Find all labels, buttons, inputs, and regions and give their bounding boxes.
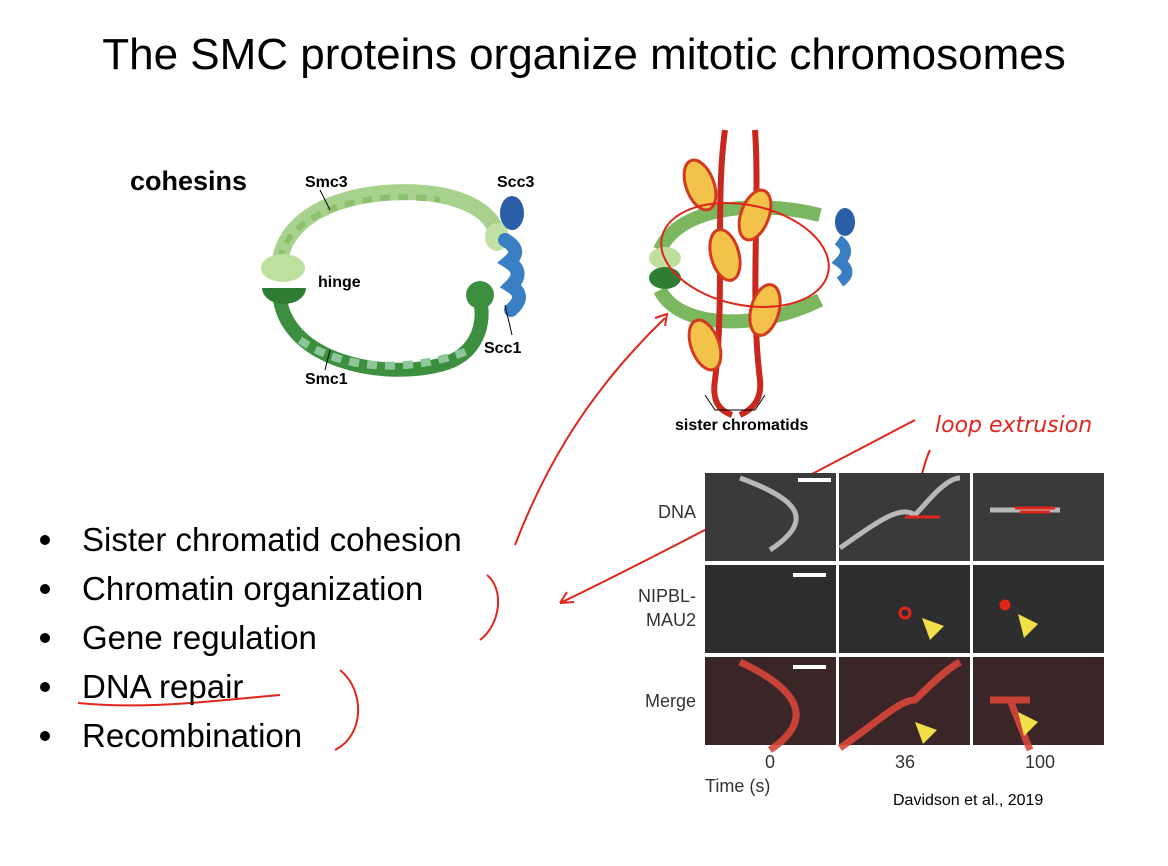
label-hinge: hinge <box>318 274 361 291</box>
row-label-dna: DNA <box>658 502 696 522</box>
bullet-item: DNA repair <box>40 662 462 711</box>
bullet-list: Sister chromatid cohesion Chromatin orga… <box>40 515 462 760</box>
slide-title: The SMC proteins organize mitotic chromo… <box>102 30 1066 79</box>
label-smc1: Smc1 <box>305 371 348 388</box>
bullet-item: Sister chromatid cohesion <box>40 515 462 564</box>
row-label-mau2: MAU2 <box>646 610 696 630</box>
label-smc3: Smc3 <box>305 174 348 191</box>
cohesin-ring-diagram: Smc3 hinge Scc3 Scc1 Smc1 <box>261 174 534 388</box>
row-label-merge: Merge <box>645 691 696 711</box>
cohesins-heading: cohesins <box>130 166 248 196</box>
bullet-item: Gene regulation <box>40 613 462 662</box>
handwritten-annotations <box>77 312 931 751</box>
time-axis-label: Time (s) <box>705 776 770 796</box>
label-sister-chromatids: sister chromatids <box>675 417 808 434</box>
label-scc1: Scc1 <box>484 340 521 357</box>
time-label-100: 100 <box>1025 752 1055 772</box>
micrograph-cell <box>973 565 1104 653</box>
micrograph-cell <box>705 657 836 745</box>
micrograph-cell <box>839 473 970 561</box>
micrograph-panel: DNA NIPBL- MAU2 Merge 0 36 100 Time (s) <box>638 473 1104 796</box>
time-label-36: 36 <box>895 752 915 772</box>
label-scc3: Scc3 <box>497 174 534 191</box>
row-label-nipbl: NIPBL- <box>638 586 696 606</box>
cohesin-chromatid-diagram: sister chromatids <box>649 129 855 434</box>
time-label-0: 0 <box>765 752 775 772</box>
micrograph-cell <box>973 473 1104 561</box>
citation: Davidson et al., 2019 <box>893 792 1044 809</box>
loop-extrusion-annotation: loop extrusion <box>935 413 1092 438</box>
bullet-item: Recombination <box>40 711 462 760</box>
micrograph-cell <box>705 565 836 653</box>
micrograph-cell <box>705 473 836 561</box>
bullet-item: Chromatin organization <box>40 564 462 613</box>
